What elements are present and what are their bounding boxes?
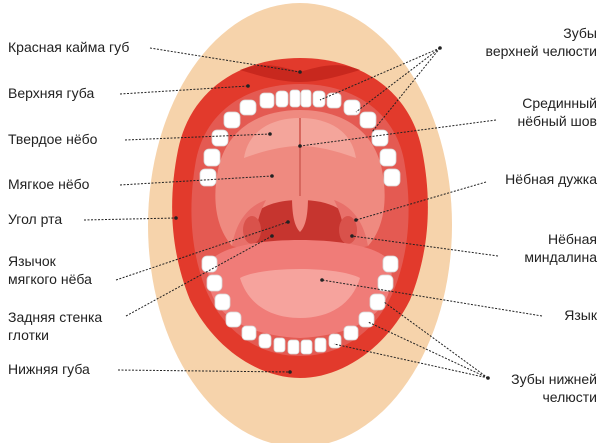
- pin-hard-palate: [268, 132, 272, 136]
- pin-uvula: [286, 220, 290, 224]
- label-upper-teeth-line2: верхней челюсти: [486, 43, 597, 59]
- pin-tonsil: [350, 234, 354, 238]
- pin-lower-teeth-junction: [486, 376, 490, 380]
- tonsil-left: [243, 216, 261, 244]
- label-mouth-corner: Угол рта: [8, 211, 62, 227]
- pin-soft-palate: [270, 174, 274, 178]
- label-hard-palate: Твердое нёбо: [8, 131, 98, 147]
- pin-upper-lip: [246, 84, 250, 88]
- label-pharynx-wall-line1: Задняя стенка: [8, 309, 102, 325]
- label-tonsil-line2: миндалина: [524, 249, 597, 265]
- label-lower-teeth-line2: челюсти: [542, 389, 597, 405]
- label-lower-lip: Нижняя губа: [8, 361, 90, 377]
- label-upper-teeth-line1: Зубы: [563, 25, 597, 41]
- label-lower-teeth-line1: Зубы нижней: [511, 371, 597, 387]
- label-uvula-line1: Язычок: [8, 253, 57, 269]
- pin-lower-lip: [288, 370, 292, 374]
- label-median-suture-line2: нёбный шов: [518, 113, 598, 129]
- pin-pharynx-wall: [270, 234, 274, 238]
- pin-mouth-corner: [174, 216, 178, 220]
- pin-palatine-arch: [354, 218, 358, 222]
- label-soft-palate: Мягкое нёбо: [8, 176, 90, 192]
- pin-tongue: [320, 278, 324, 282]
- label-upper-lip: Верхняя губа: [8, 85, 94, 101]
- pin-upper-teeth-junction: [438, 46, 442, 50]
- pin-red-lip-border: [298, 70, 302, 74]
- label-red-lip-border: Красная кайма губ: [8, 39, 129, 55]
- label-pharynx-wall-line2: глотки: [8, 327, 49, 343]
- label-tongue: Язык: [564, 307, 598, 323]
- label-tonsil-line1: Нёбная: [548, 231, 597, 247]
- label-uvula-line2: мягкого нёба: [8, 271, 92, 287]
- label-palatine-arch: Нёбная дужка: [505, 171, 597, 187]
- pin-median-suture: [298, 144, 302, 148]
- label-median-suture-line1: Срединный: [522, 95, 597, 111]
